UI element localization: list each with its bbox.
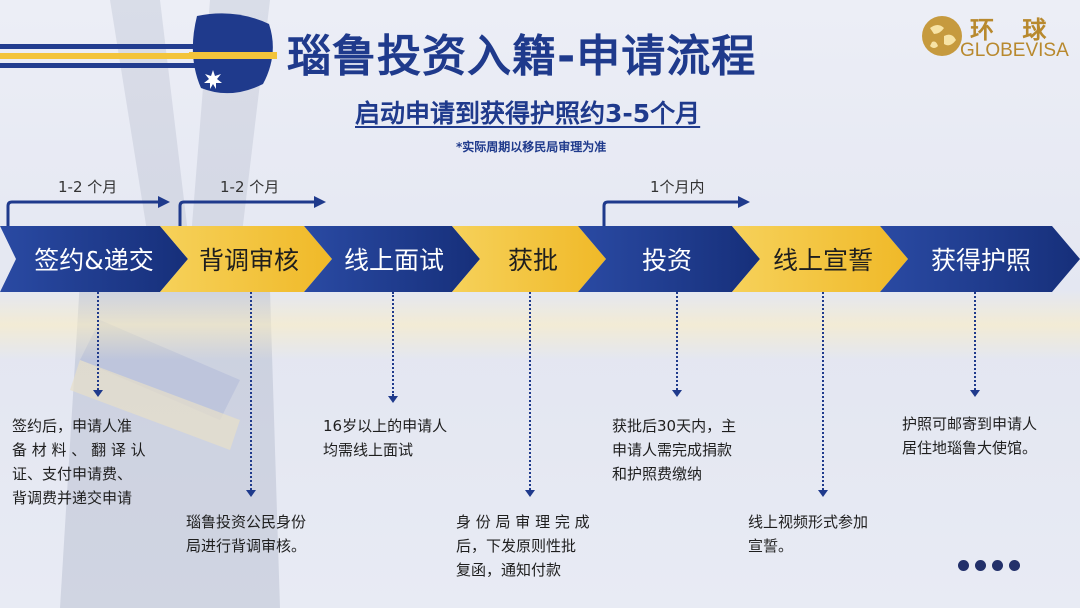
- description-interview: 16岁以上的申请人 均需线上面试: [323, 414, 483, 462]
- leader-line-background: [250, 292, 252, 490]
- description-line: 后，下发原则性批: [456, 537, 577, 555]
- description-line: 签约后，申请人准: [12, 417, 133, 435]
- description-line: 复函，通知付款: [456, 561, 562, 579]
- description-line: 备 材 料 、 翻 译 认: [12, 441, 146, 459]
- arrow-down-icon: [525, 490, 535, 497]
- duration-bracket-2: [178, 200, 314, 226]
- dot-icon: [992, 560, 1003, 571]
- arrow-down-icon: [93, 390, 103, 397]
- description-line: 背调费并递交申请: [12, 489, 133, 507]
- step-oath: 线上宣誓: [732, 226, 908, 292]
- step-passport: 获得护照: [880, 226, 1080, 292]
- chevron-right-icon: [158, 196, 170, 208]
- dot-icon: [975, 560, 986, 571]
- nauru-flag-icon: [189, 13, 277, 94]
- description-line: 均需线上面试: [323, 441, 414, 459]
- step-label: 线上面试: [343, 246, 444, 275]
- header-stripe-blue-2: [0, 63, 250, 68]
- header-stripe-blue: [0, 44, 250, 49]
- step-label: 获得护照: [930, 246, 1031, 275]
- description-line: 16岁以上的申请人: [323, 417, 448, 435]
- description-approval: 身 份 局 审 理 完 成 后，下发原则性批 复函，通知付款: [456, 510, 616, 582]
- duration-bracket-3: [602, 200, 738, 226]
- pagination-dots: [958, 556, 1026, 575]
- step-sign: 签约&递交: [0, 226, 188, 292]
- description-line: 宣誓。: [748, 537, 794, 555]
- description-line: 证、支付申请费、: [12, 465, 133, 483]
- description-line: 居住地瑙鲁大使馆。: [902, 439, 1038, 457]
- step-background-check: 背调审核: [160, 226, 332, 292]
- step-label: 背调审核: [198, 246, 299, 275]
- globe-icon: [922, 16, 962, 56]
- page-subtitle: 启动申请到获得护照约3-5个月: [355, 99, 701, 128]
- description-background: 瑙鲁投资公民身份 局进行背调审核。: [186, 510, 346, 558]
- chevron-right-icon: [314, 196, 326, 208]
- leader-line-passport: [974, 292, 976, 390]
- arrow-down-icon: [388, 396, 398, 403]
- page-title: 瑙鲁投资入籍-申请流程: [287, 31, 757, 82]
- description-line: 申请人需完成捐款: [612, 441, 733, 459]
- leader-line-approval: [529, 292, 531, 490]
- duration-label-3: 1个月内: [650, 178, 705, 196]
- description-line: 身 份 局 审 理 完 成: [456, 513, 590, 531]
- description-line: 获批后30天内，主: [612, 417, 737, 435]
- duration-brackets: [6, 196, 750, 226]
- background-band: [0, 290, 1080, 360]
- description-invest: 获批后30天内，主 申请人需完成捐款 和护照费缴纳: [612, 414, 772, 486]
- description-line: 和护照费缴纳: [612, 465, 703, 483]
- logo-chinese-text: 环 球: [970, 16, 1057, 44]
- chevron-right-icon: [738, 196, 750, 208]
- description-passport: 护照可邮寄到申请人 居住地瑙鲁大使馆。: [902, 412, 1077, 460]
- arrow-down-icon: [672, 390, 682, 397]
- timeline-note: *实际周期以移民局审理为准: [456, 140, 607, 154]
- step-label: 获批: [507, 246, 558, 275]
- leader-line-interview: [392, 292, 394, 396]
- step-invest: 投资: [578, 226, 760, 292]
- step-label: 线上宣誓: [772, 246, 873, 275]
- logo-english-text: GLOBEVISA: [960, 40, 1069, 61]
- duration-label-1: 1-2 个月: [58, 178, 118, 196]
- description-oath: 线上视频形式参加 宣誓。: [748, 510, 908, 558]
- process-timeline: 签约&递交 背调审核 线上面试 获批 投资 线上宣誓 获得护照: [0, 226, 1080, 292]
- step-label: 投资: [641, 246, 692, 275]
- step-label: 签约&递交: [34, 246, 154, 275]
- brand-logo: 环 球 GLOBEVISA: [920, 10, 1070, 68]
- step-approval: 获批: [452, 226, 606, 292]
- description-line: 护照可邮寄到申请人: [902, 415, 1038, 433]
- dot-icon: [958, 560, 969, 571]
- leader-line-invest: [676, 292, 678, 390]
- arrow-down-icon: [818, 490, 828, 497]
- leader-line-oath: [822, 292, 824, 490]
- dot-icon: [1009, 560, 1020, 571]
- arrow-down-icon: [970, 390, 980, 397]
- duration-bracket-1: [6, 200, 158, 226]
- duration-label-2: 1-2 个月: [220, 178, 280, 196]
- description-sign: 签约后，申请人准 备 材 料 、 翻 译 认 证、支付申请费、 背调费并递交申请: [12, 414, 172, 510]
- header-stripe-yellow: [0, 53, 250, 59]
- description-line: 线上视频形式参加: [748, 513, 869, 531]
- step-interview: 线上面试: [304, 226, 480, 292]
- description-line: 局进行背调审核。: [186, 537, 307, 555]
- arrow-down-icon: [246, 490, 256, 497]
- description-line: 瑙鲁投资公民身份: [186, 513, 307, 531]
- leader-line-sign: [97, 292, 99, 390]
